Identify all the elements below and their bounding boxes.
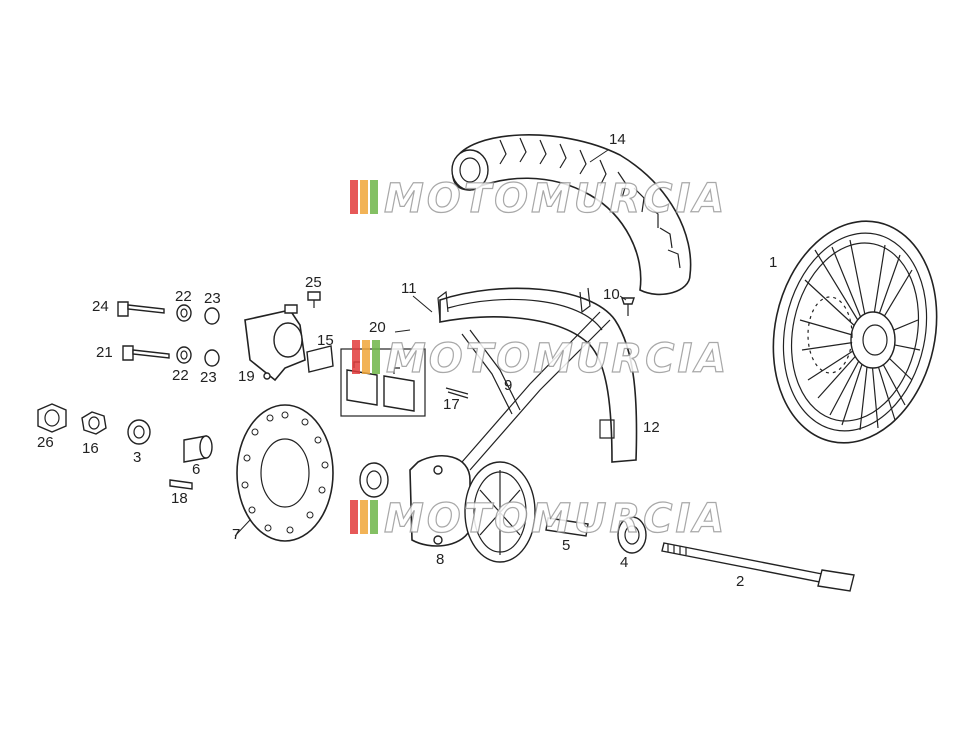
screw-part-17: [445, 387, 469, 399]
bolt-part-24: [117, 301, 165, 317]
disc-screw-part-18: [169, 479, 193, 490]
watermark-stripe-orange: [360, 180, 368, 214]
axle-part-2: [661, 542, 855, 592]
hub-part-8: [409, 454, 536, 563]
callout-3: 3: [133, 449, 141, 466]
brake-disc-part-7: [236, 404, 334, 542]
caliper-part-19: [244, 304, 306, 382]
callout-7: 7: [232, 526, 240, 543]
brace-rods-part-9: [461, 311, 611, 471]
callout-16: 16: [82, 440, 99, 457]
callout-22-top: 22: [175, 288, 192, 305]
callout-25: 25: [305, 274, 322, 291]
callout-24: 24: [92, 298, 109, 315]
pad-spring-part-15: [306, 345, 334, 373]
callout-5: 5: [562, 537, 570, 554]
watermark-stripe-green: [370, 180, 378, 214]
watermark-text: MOTOMURCIA: [384, 496, 727, 542]
callout-21: 21: [96, 344, 113, 361]
axle-nut-part-26: [37, 403, 67, 433]
leader-lines: [234, 149, 627, 537]
nut-part-23: [204, 307, 220, 367]
washer-part-22: [176, 304, 192, 364]
callout-19: 19: [238, 368, 255, 385]
watermark-stripe-red: [352, 340, 360, 374]
callout-23-top: 23: [204, 290, 221, 307]
callout-22-bottom: 22: [172, 367, 189, 384]
callout-8: 8: [436, 551, 444, 568]
callout-15: 15: [317, 332, 334, 349]
watermark-text: MOTOMURCIA: [386, 336, 729, 382]
callout-17: 17: [443, 396, 460, 413]
watermark-top: MOTOMURCIA: [350, 175, 727, 223]
spacer-part-5: [545, 517, 589, 537]
bolt-part-21: [122, 345, 170, 361]
wheel-assembly-part-1: [772, 220, 938, 444]
callout-9: 9: [504, 377, 512, 394]
watermark-stripe-green: [372, 340, 380, 374]
callout-1: 1: [769, 254, 777, 271]
screw-part-10: [621, 297, 635, 316]
callout-20: 20: [369, 319, 386, 336]
watermark-stripe-red: [350, 180, 358, 214]
callout-14: 14: [609, 131, 626, 148]
watermark-stripe-green: [370, 500, 378, 534]
callout-12: 12: [643, 419, 660, 436]
spacer-part-6: [183, 435, 213, 463]
callout-26: 26: [37, 434, 54, 451]
seal-part-3: [127, 419, 151, 445]
watermark-stripe-red: [350, 500, 358, 534]
callout-2: 2: [736, 573, 744, 590]
callout-18: 18: [171, 490, 188, 507]
fender-brace-part-11: [437, 287, 591, 321]
callout-labels: 1 2 3 4 5 6 7 8 9 10 11 12 14 15 16 17 1…: [37, 131, 777, 590]
nut-part-16: [81, 411, 107, 435]
hub-bearing: [359, 462, 389, 498]
watermark-middle: MOTOMURCIA: [352, 335, 729, 383]
bearing-part-4: [617, 516, 647, 554]
watermark-bottom: MOTOMURCIA: [350, 495, 727, 543]
callout-10: 10: [603, 286, 620, 303]
watermark-stripe-orange: [360, 500, 368, 534]
watermark-text: MOTOMURCIA: [384, 176, 727, 222]
tire-part-14: [451, 134, 692, 296]
brake-pads-part-20: [340, 348, 426, 417]
callout-11: 11: [401, 280, 417, 297]
callout-23-bottom: 23: [200, 369, 217, 386]
callout-4: 4: [620, 554, 628, 571]
callout-6: 6: [192, 461, 200, 478]
bleed-screw-part-25: [307, 291, 321, 308]
watermark-stripe-orange: [362, 340, 370, 374]
